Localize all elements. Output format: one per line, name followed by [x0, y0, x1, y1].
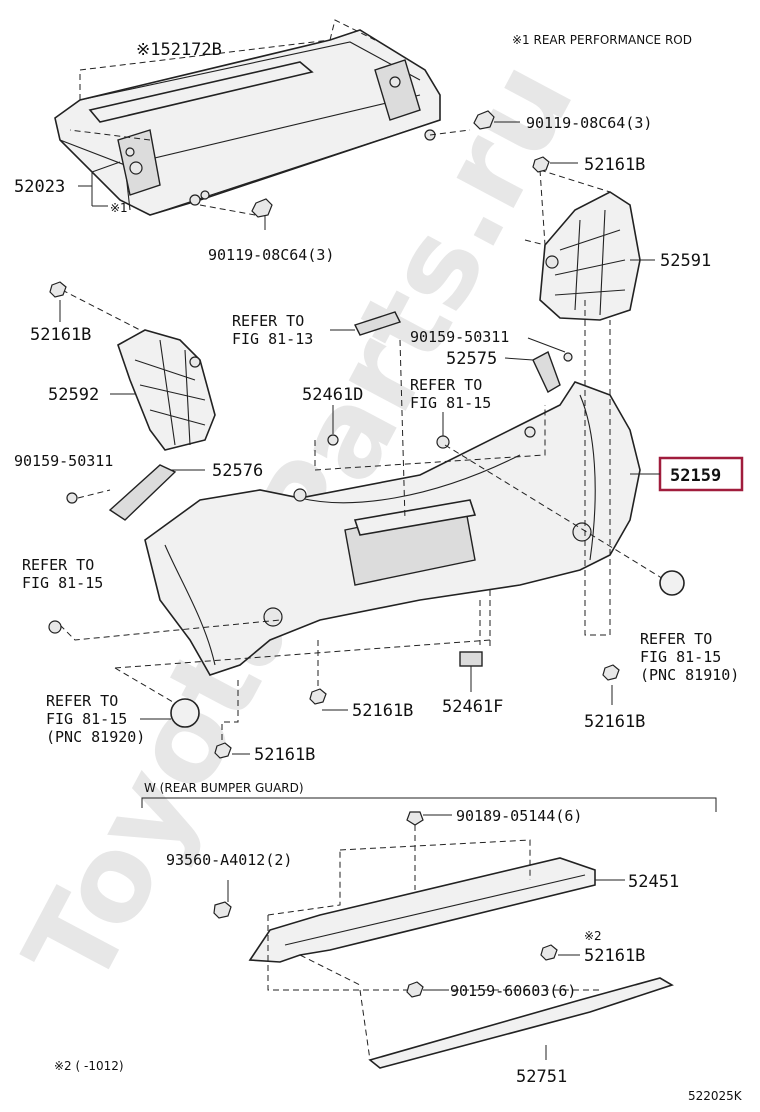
- label-52161B-b: 52161B: [30, 325, 91, 345]
- clip-refer-81-15-left-icon: [48, 620, 62, 634]
- label-52161B-e: 52161B: [254, 745, 315, 765]
- label-52159: 52159: [670, 466, 721, 486]
- bolt-52161B-c-icon: [309, 688, 348, 711]
- part-52751-moulding: [359, 977, 674, 1069]
- label-52576: 52576: [212, 461, 263, 481]
- label-90159-b: 90159-50311: [14, 452, 113, 470]
- label-refer-3a: REFER TO: [22, 556, 94, 574]
- part-52575-shape: [504, 337, 573, 393]
- label-refer-3b: FIG 81-15: [22, 574, 103, 592]
- label-refer-4b: FIG 81-15: [640, 648, 721, 666]
- part-52576-shape: [66, 464, 205, 521]
- label-52751: 52751: [516, 1067, 567, 1087]
- bolt-52161B-e-icon: [214, 742, 250, 759]
- label-90189: 90189-05144(6): [456, 807, 582, 825]
- label-52161B-f: 52161B: [584, 946, 645, 966]
- part-52592-shape: [61, 289, 216, 451]
- label-52591: 52591: [660, 251, 711, 271]
- cap-81920-icon: [140, 698, 200, 728]
- label-refer-5a: REFER TO: [46, 692, 118, 710]
- bolt-90159-c-icon: [406, 981, 446, 998]
- label-90159-a: 90159-50311: [410, 328, 509, 346]
- label-93560: 93560-A4012(2): [166, 851, 292, 869]
- label-refer-5b: FIG 81-15: [46, 710, 127, 728]
- clip-52461F-icon: [459, 651, 483, 692]
- section-w-title: W (REAR BUMPER GUARD): [144, 781, 304, 795]
- note-rear-performance-rod: ※1 REAR PERFORMANCE ROD: [512, 33, 692, 47]
- cap-81910-icon: [659, 570, 685, 596]
- label-90119-a: 90119-08C64(3): [526, 114, 652, 132]
- refer-81-13-part-icon: [330, 311, 401, 336]
- label-refer-1a: REFER TO: [232, 312, 304, 330]
- clip-90189-icon: [406, 811, 452, 890]
- label-refer-4a: REFER TO: [640, 630, 712, 648]
- label-52161B-c: 52161B: [352, 701, 413, 721]
- bolt-52161B-a-icon: [532, 156, 550, 173]
- label-52592: 52592: [48, 385, 99, 405]
- label-52023-note: ※1: [110, 201, 128, 215]
- label-52161B-f-note: ※2: [584, 929, 602, 943]
- footnote-2: ※2 ( -1012): [54, 1059, 124, 1073]
- label-refer-4c: (PNC 81910): [640, 666, 739, 684]
- label-52575: 52575: [446, 349, 497, 369]
- label-52023: 52023: [14, 177, 65, 197]
- label-90159-c: 90159-60603(6): [450, 982, 576, 1000]
- label-refer-2a: REFER TO: [410, 376, 482, 394]
- bolt-52161B-b-icon: [49, 281, 67, 298]
- label-52461F: 52461F: [442, 697, 503, 717]
- label-52461D: 52461D: [302, 385, 363, 405]
- clip-81-15-icon: [436, 412, 450, 449]
- label-52161B-d: 52161B: [584, 712, 645, 732]
- label-refer-2b: FIG 81-15: [410, 394, 491, 412]
- bolt-52161B-f-icon: [540, 944, 580, 961]
- bolt-90119-b-icon: [251, 198, 273, 230]
- diagram-code: 522025K: [688, 1089, 743, 1103]
- bolt-90119-a-icon: [473, 110, 520, 130]
- label-52451: 52451: [628, 872, 679, 892]
- part-52591-shape: [524, 169, 641, 321]
- bolt-93560-icon: [213, 880, 232, 919]
- part-52159-bumper-cover: [144, 381, 641, 676]
- rear-performance-rod-assembly: [54, 19, 471, 216]
- label-refer-1b: FIG 81-13: [232, 330, 313, 348]
- label-52172B: ※152172B: [136, 40, 222, 60]
- clip-52461D-icon: [327, 405, 339, 446]
- label-90119-b: 90119-08C64(3): [208, 246, 334, 264]
- label-refer-5c: (PNC 81920): [46, 728, 145, 746]
- label-52161B-a: 52161B: [584, 155, 645, 175]
- part-52451-guard: [248, 839, 625, 991]
- bolt-52161B-d-icon: [602, 664, 620, 705]
